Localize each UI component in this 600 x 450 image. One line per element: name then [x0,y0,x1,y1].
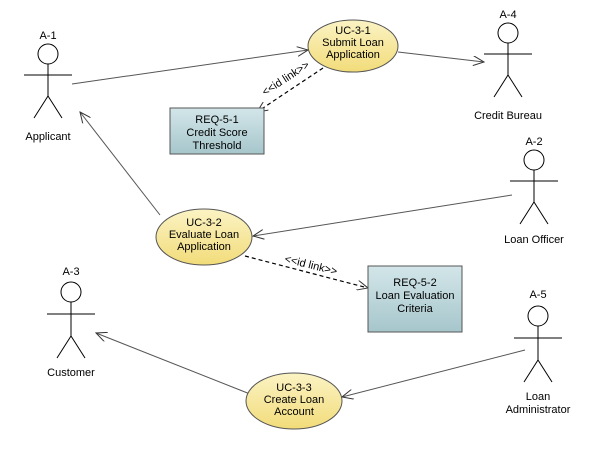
actor-name: Applicant [25,131,70,143]
actor-applicant[interactable]: A-1 Applicant [24,30,72,143]
requirement-label: Loan Evaluation [376,290,455,302]
requirement-loan-evaluation-criteria[interactable]: REQ-5-2 Loan Evaluation Criteria [367,265,463,333]
actor-name: Credit Bureau [474,110,542,122]
actor-loan-officer[interactable]: A-2 Loan Officer [504,136,564,246]
actor-name: Administrator [506,404,571,416]
actor-name: Loan Officer [504,234,564,246]
actor-loan-administrator[interactable]: A-5 Loan Administrator [506,289,571,416]
association-loanadmin-createloan [342,349,526,397]
requirement-label: Threshold [193,140,242,152]
use-case-label: Evaluate Loan [169,229,239,241]
actor-credit-bureau[interactable]: A-4 Credit Bureau [474,9,542,122]
use-case-create-loan-account[interactable]: UC-3-3 Create Loan Account [245,372,343,430]
requirement-credit-score-threshold[interactable]: REQ-5-1 Credit Score Threshold [169,107,265,155]
association-createloan-customer [96,333,251,395]
association-submit-creditbureau [397,51,484,62]
use-case-label: Application [326,49,380,61]
use-case-submit-loan-application[interactable]: UC-3-1 Submit Loan Application [307,19,399,73]
actor-customer[interactable]: A-3 Customer [47,266,95,379]
actor-id: A-5 [529,289,546,301]
association-applicant-submit [71,50,308,85]
actor-id: A-4 [499,9,516,21]
requirement-id: REQ-5-1 [195,114,238,126]
use-case-id: UC-3-3 [276,382,311,394]
actor-id: A-3 [62,266,79,278]
use-case-label: Account [274,406,314,418]
use-case-id: UC-3-1 [335,25,370,37]
use-case-label: Submit Loan [322,37,384,49]
use-case-label: Application [177,241,231,253]
actor-id: A-1 [39,30,56,42]
dependency-evaluate-req2 [244,255,368,288]
association-evaluate-applicant [80,112,161,216]
dependency-submit-req1 [257,67,324,112]
actor-id: A-2 [525,136,542,148]
use-case-label: Create Loan [264,394,325,406]
association-loanofficer-evaluate [253,194,513,236]
actor-name: Customer [47,367,95,379]
use-case-id: UC-3-2 [186,217,221,229]
requirement-label: Credit Score [186,127,247,139]
use-case-evaluate-loan-application[interactable]: UC-3-2 Evaluate Loan Application [155,208,253,266]
requirement-label: Criteria [397,303,433,315]
requirement-id: REQ-5-2 [393,277,436,289]
actor-name: Loan [526,391,550,403]
id-link-label: <<id link>> [283,253,338,278]
